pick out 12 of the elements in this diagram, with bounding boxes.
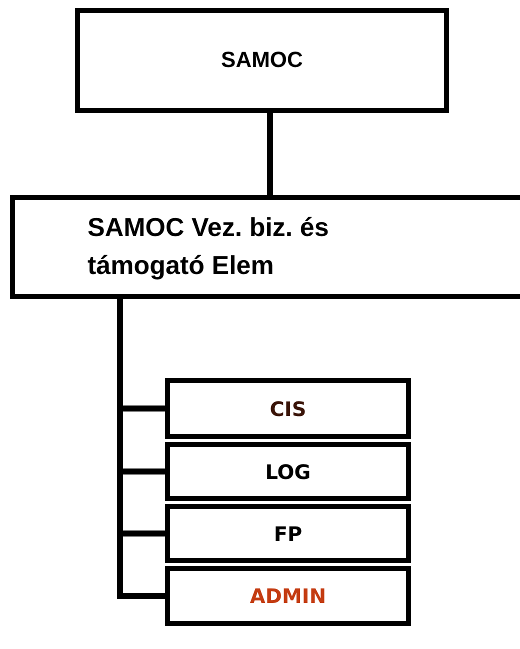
org-box (165, 504, 411, 563)
org-box (165, 378, 411, 439)
org-box (10, 195, 520, 299)
unit-name: SAMOC (221, 47, 303, 74)
unit-name: SAMOC Vez. biz. és támogató Elem (88, 211, 330, 282)
unit-name: ADMIN (250, 584, 326, 608)
org-box (75, 8, 449, 113)
unit-name: FP (274, 522, 302, 546)
org-box (165, 442, 411, 501)
unit-name: LOG (265, 460, 311, 484)
org-box (165, 566, 411, 626)
unit-name: CIS (270, 396, 306, 420)
